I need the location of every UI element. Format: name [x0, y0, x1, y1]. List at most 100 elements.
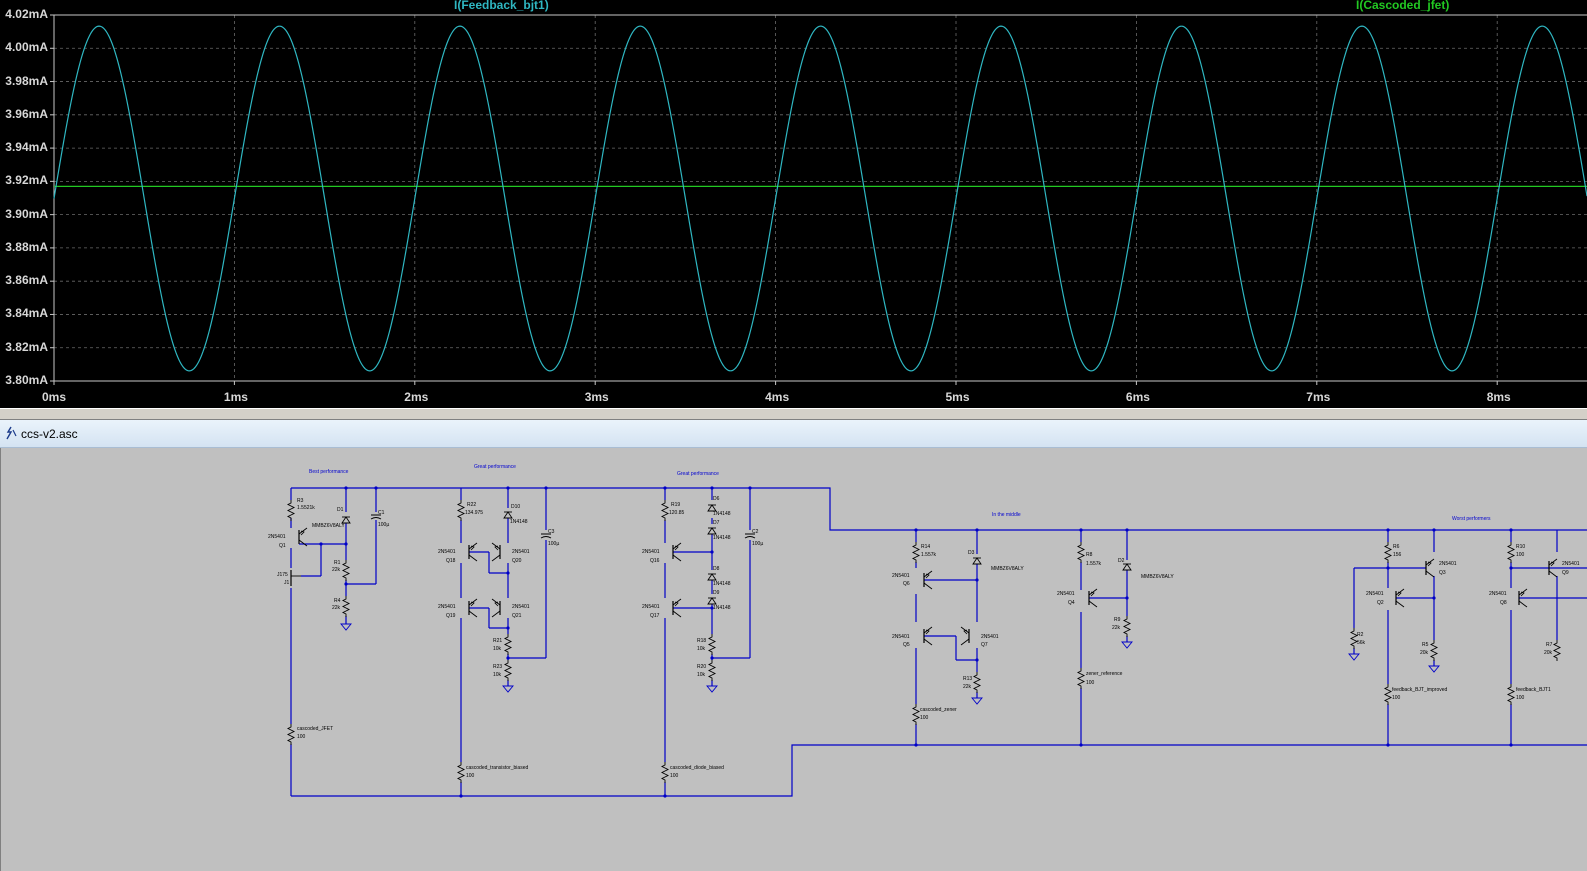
- label-r-feedback-bjt-improved-value: 100: [1392, 695, 1401, 701]
- label-r7: R7: [1546, 642, 1553, 648]
- trace-label-feedback-bjt1[interactable]: I(Feedback_bjt1): [454, 0, 549, 12]
- label-r5-value: 20k: [1420, 650, 1429, 656]
- x-tick-label: 6ms: [1125, 390, 1150, 404]
- label-r6-value: 156: [1393, 552, 1402, 558]
- label-q9-type: 2N5401: [1562, 561, 1580, 567]
- label-r-cascoded-zener: cascoded_zener: [920, 707, 957, 713]
- x-tick-label: 4ms: [765, 390, 790, 404]
- label-r4: R4: [334, 598, 341, 604]
- label-r2: R2: [1357, 632, 1364, 638]
- label-q16-type: 2N5401: [642, 549, 660, 555]
- label-r19: R19: [671, 502, 680, 508]
- trace-label-cascoded-jfet[interactable]: I(Cascoded_jfet): [1356, 0, 1450, 12]
- waveform-plot[interactable]: [0, 0, 1587, 408]
- label-d6: D6: [713, 496, 720, 502]
- schematic-window-titlebar[interactable]: ccs-v2.asc: [0, 420, 1587, 448]
- y-tick-label: 3.98mA: [5, 73, 48, 88]
- label-d10: D10: [511, 504, 520, 510]
- label-d8: D8: [713, 566, 720, 572]
- label-c1-value: 100µ: [378, 522, 389, 528]
- plot-grid: [54, 15, 1587, 381]
- label-d7-value: 1N4148: [713, 535, 731, 541]
- label-d3: D3: [968, 550, 975, 556]
- label-r22-value: 134.975: [465, 510, 483, 516]
- diode-symbols[interactable]: [341, 504, 1132, 605]
- schematic-window-icon: [6, 426, 17, 440]
- label-r22: R22: [467, 502, 476, 508]
- label-q20: Q20: [512, 558, 522, 564]
- label-q21-type: 2N5401: [512, 604, 530, 610]
- y-tick-label: 3.90mA: [5, 206, 48, 221]
- x-tick-label: 1ms: [223, 390, 248, 404]
- label-r14-value: 1.557k: [921, 552, 937, 558]
- label-q1-type: 2N5401: [268, 534, 286, 540]
- y-tick-label: 4.02mA: [5, 7, 48, 21]
- label-d1: D1: [337, 507, 344, 513]
- label-c3: C3: [548, 529, 555, 535]
- label-r14: R14: [921, 544, 930, 550]
- label-q8-type: 2N5401: [1489, 591, 1507, 597]
- label-r9-value: 22k: [1112, 625, 1121, 631]
- y-tick-label: 3.80mA: [5, 373, 48, 387]
- schematic-drawing[interactable]: Best performance Great performance Great…: [1, 448, 1587, 871]
- label-r20: R20: [697, 664, 706, 670]
- label-d3-value: MMBZ6V8ALY: [991, 566, 1024, 572]
- label-q1: Q1: [279, 543, 286, 549]
- label-q19-type: 2N5401: [438, 604, 456, 610]
- label-r3-value: 1.5521k: [297, 505, 315, 511]
- label-q2-type: 2N5401: [1366, 591, 1384, 597]
- label-q21: Q21: [512, 613, 522, 619]
- label-r1-value: 22k: [332, 567, 341, 573]
- label-q4-type: 2N5401: [1057, 591, 1075, 597]
- jfet-symbol-j1[interactable]: [290, 570, 301, 586]
- label-d9-value: 1N4148: [713, 605, 731, 611]
- schematic-window-title: ccs-v2.asc: [21, 427, 78, 441]
- label-j1-type: J175: [277, 572, 288, 578]
- label-r-feedback-bjt1-value: 100: [1516, 695, 1525, 701]
- label-r18: R18: [697, 638, 706, 644]
- y-tick-label: 3.94mA: [5, 140, 48, 155]
- label-d10-value: 1N4148: [510, 519, 528, 525]
- label-r3: R3: [297, 498, 304, 504]
- label-r20-value: 10k: [697, 672, 706, 678]
- y-tick-label: 3.82mA: [5, 339, 48, 354]
- label-r-zener-reference-value: 100: [1086, 680, 1095, 686]
- x-tick-label: 8ms: [1486, 390, 1511, 404]
- y-tick-label: 3.96mA: [5, 106, 48, 121]
- y-tick-label: 3.86mA: [5, 273, 48, 288]
- label-d8-value: 1N4148: [713, 581, 731, 587]
- label-q16: Q16: [650, 558, 660, 564]
- schematic-canvas[interactable]: Best performance Great performance Great…: [0, 448, 1587, 871]
- section-title-great-2: Great performance: [677, 471, 719, 477]
- capacitor-symbols[interactable]: [370, 514, 756, 539]
- label-r1: R1: [334, 560, 341, 566]
- x-tick-label: 2ms: [404, 390, 429, 404]
- label-d1-value: MMBZ6V8ALY: [312, 523, 345, 529]
- transistor-symbols[interactable]: [290, 527, 1558, 646]
- label-q6: Q6: [903, 581, 910, 587]
- x-tick-label: 0ms: [42, 390, 67, 404]
- label-q7: Q7: [981, 642, 988, 648]
- label-j1: J1: [284, 580, 290, 586]
- label-r-cascoded-diode-biased: cascoded_diode_biased: [670, 765, 724, 771]
- label-r-zener-reference: zener_reference: [1086, 671, 1123, 677]
- label-r2-value: 56k: [1357, 640, 1366, 646]
- label-r-feedback-bjt-improved: feedback_BJT_improved: [1392, 687, 1448, 693]
- label-q19: Q19: [446, 613, 456, 619]
- label-q4: Q4: [1068, 600, 1075, 606]
- label-c2-value: 100µ: [752, 541, 763, 547]
- section-title-great-1: Great performance: [474, 464, 516, 470]
- x-tick-label: 7ms: [1306, 390, 1331, 404]
- label-r10: R10: [1516, 544, 1525, 550]
- label-r21: R21: [493, 638, 502, 644]
- y-tick-label: 3.84mA: [5, 306, 48, 321]
- label-q17: Q17: [650, 613, 660, 619]
- label-r23: R23: [493, 664, 502, 670]
- label-r-cascoded-jfet-value: 100: [297, 734, 306, 740]
- label-r-cascoded-zener-value: 100: [920, 715, 929, 721]
- label-r7-value: 20k: [1544, 650, 1553, 656]
- label-r9: R9: [1114, 617, 1121, 623]
- pane-splitter[interactable]: [0, 408, 1587, 420]
- trace-feedback-bjt1[interactable]: [53, 25, 1587, 372]
